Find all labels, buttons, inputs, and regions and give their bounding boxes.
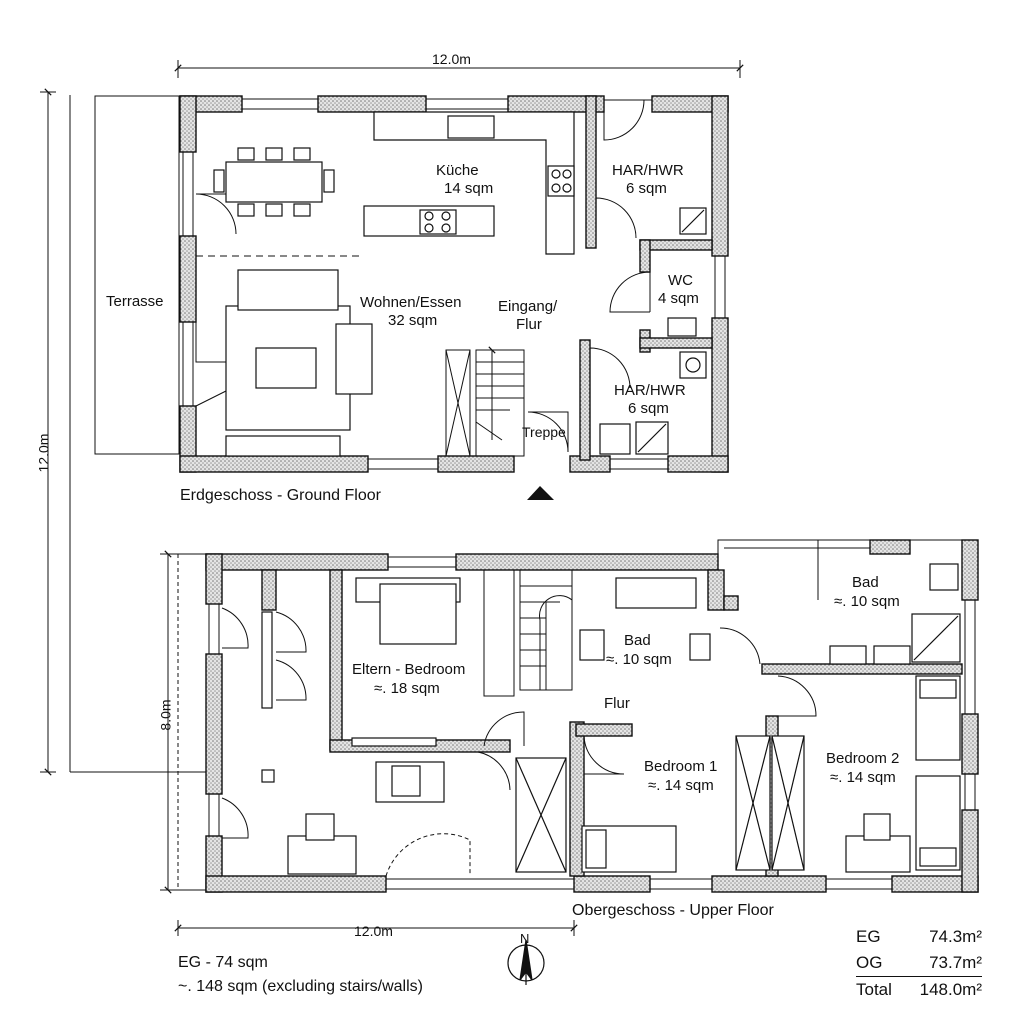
room-area-wohnen: 32 sqm	[388, 312, 438, 329]
room-name-har-hwr-bottom: HAR/HWR	[614, 382, 686, 399]
ground-floor-walls	[179, 95, 729, 473]
room-label-flur-ground: Flur	[516, 316, 542, 333]
room-name-wohnen: Wohnen/Essen	[360, 294, 462, 311]
area-row-og: OG 73.7m²	[856, 950, 982, 976]
room-area-har-hwr-bottom: 6 sqm	[628, 400, 669, 417]
north-arrow-icon	[507, 939, 545, 985]
room-name-bedroom1: Bedroom 1	[644, 758, 718, 775]
dimension-left-height: 12.0m	[35, 433, 52, 473]
room-area-bad-right: ≈. 10 sqm	[834, 593, 900, 610]
stairs-label: Treppe	[522, 424, 566, 440]
ground-floor-stairs	[445, 346, 525, 457]
room-area-kueche: 14 sqm	[444, 180, 494, 197]
dimension-lines	[40, 60, 744, 936]
area-label-total: Total	[856, 980, 892, 999]
upper-floor-windows	[208, 539, 976, 890]
ground-floor-doors	[195, 99, 652, 453]
area-label-eg: EG	[856, 927, 881, 946]
room-area-bedroom1: ≈. 14 sqm	[648, 777, 714, 794]
dining-table	[213, 147, 335, 217]
area-value-eg: 74.3m²	[929, 927, 982, 946]
terrace	[94, 95, 180, 455]
dimension-bottom-width: 12.0m	[354, 923, 393, 939]
room-name-bedroom2: Bedroom 2	[826, 750, 900, 767]
room-name-har-hwr-top: HAR/HWR	[612, 162, 684, 179]
room-area-wc: 4 sqm	[658, 290, 699, 307]
area-label-og: OG	[856, 953, 883, 972]
area-summary-table: EG 74.3m² OG 73.7m² Total 148.0m²	[856, 924, 982, 1003]
living-room-furniture	[225, 269, 373, 457]
area-row-total: Total 148.0m²	[856, 976, 982, 1003]
room-name-wc: WC	[668, 272, 693, 289]
room-name-kueche: Küche	[436, 162, 479, 179]
room-name-bad-right: Bad	[852, 574, 879, 591]
room-label-terrasse: Terrasse	[106, 293, 164, 310]
room-name-eltern: Eltern - Bedroom	[352, 661, 466, 678]
entrance-arrow-icon	[527, 486, 554, 500]
kitchen-counters	[363, 111, 575, 255]
room-area-har-hwr-top: 6 sqm	[626, 180, 667, 197]
room-area-bedroom2: ≈. 14 sqm	[830, 769, 896, 786]
upper-floor-doors	[221, 607, 817, 877]
ground-floor-caption: Erdgeschoss - Ground Floor	[180, 487, 381, 504]
upper-floor-caption: Obergeschoss - Upper Floor	[572, 902, 774, 919]
upper-floor-walls	[205, 539, 979, 893]
area-row-eg: EG 74.3m²	[856, 924, 982, 950]
note-total-area: ~. 148 sqm (excluding stairs/walls)	[178, 978, 423, 995]
note-ground-area: EG - 74 sqm	[178, 954, 268, 971]
room-area-eltern: ≈. 18 sqm	[374, 680, 440, 697]
upper-floor-stairs	[483, 569, 573, 697]
area-value-og: 73.7m²	[929, 953, 982, 972]
room-area-bad-center: ≈. 10 sqm	[606, 651, 672, 668]
dimension-upper-height: 8.0m	[157, 699, 174, 731]
sanitary-ground	[599, 207, 707, 455]
room-name-bad-center: Bad	[624, 632, 651, 649]
room-label-eingang: Eingang/	[498, 298, 558, 315]
room-label-flur-upper: Flur	[604, 695, 630, 712]
upper-floor-furniture	[261, 563, 961, 875]
ground-floor-windows	[182, 98, 726, 470]
dimension-top-width: 12.0m	[432, 51, 471, 67]
north-label: N	[520, 931, 530, 946]
area-value-total: 148.0m²	[919, 980, 982, 999]
